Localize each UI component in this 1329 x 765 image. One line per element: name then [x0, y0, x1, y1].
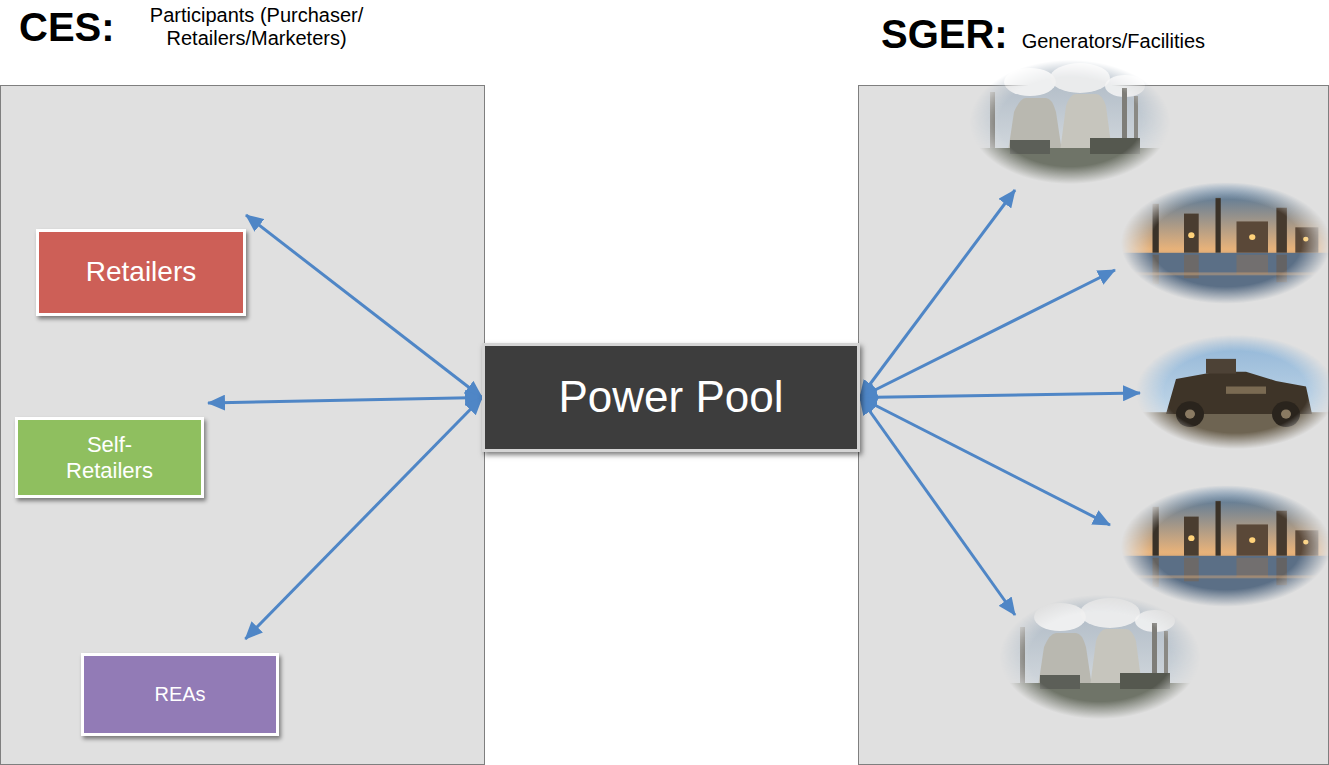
box-label: Self-Retailers	[54, 432, 166, 483]
panel-heading: SGER:	[881, 12, 1008, 56]
box-label: Retailers	[86, 256, 196, 288]
box-label: Power Pool	[558, 372, 783, 423]
self-retailer-box: Self-Retailers	[15, 417, 204, 498]
machine-image	[1136, 335, 1329, 449]
power-plant-image	[970, 60, 1170, 184]
panel-heading: CES:	[19, 5, 115, 49]
panel-header: CES: Participants (Purchaser/ Retailers/M…	[19, 4, 377, 50]
power-pool-box: Power Pool	[482, 343, 860, 452]
participants-panel: CES:Participants (Purchaser/ Retailers/M…	[0, 85, 485, 765]
double-arrow	[860, 270, 1115, 398]
double-arrow	[860, 393, 1140, 398]
rea-box: REAs	[81, 653, 279, 736]
panel-header: SGER: Generators/Facilities	[881, 12, 1205, 56]
panel-subheading: Participants (Purchaser/ Retailers/Marke…	[137, 4, 377, 50]
double-arrow	[245, 398, 482, 640]
double-arrow	[860, 190, 1015, 398]
double-arrow	[208, 398, 482, 404]
power-plant-image	[1000, 595, 1200, 719]
box-label: REAs	[154, 683, 205, 706]
refinery-image	[1121, 485, 1329, 607]
double-arrow	[860, 398, 1015, 616]
double-arrow	[860, 398, 1110, 526]
retailer-box: Retailers	[36, 229, 246, 316]
refinery-image	[1121, 182, 1329, 304]
double-arrow	[246, 215, 482, 398]
panel-subheading: Generators/Facilities	[1022, 30, 1205, 53]
